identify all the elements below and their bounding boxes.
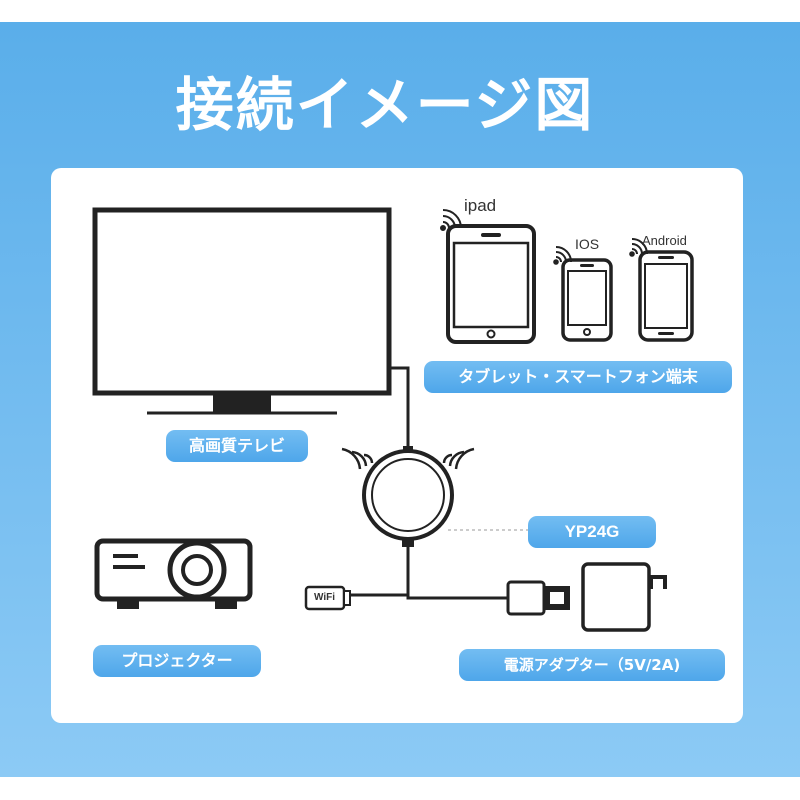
wifi-waves-icon <box>341 447 475 470</box>
yp24g-label: YP24G <box>528 516 656 548</box>
usb-plug-icon <box>506 580 570 616</box>
android-wifi-icon <box>629 238 648 257</box>
projector-label: プロジェクター <box>93 645 261 677</box>
ipad-icon <box>446 224 536 344</box>
ios-wifi-icon <box>553 246 572 265</box>
power-adapter-label: 電源アダプター（5V/2A) <box>459 649 725 681</box>
cables <box>350 366 508 600</box>
power-adapter-icon <box>581 562 667 632</box>
ipad-wifi-icon <box>440 209 462 231</box>
wifi-dongle-label: WiFi <box>314 592 336 603</box>
tablet-smartphone-label: タブレット・スマートフォン端末 <box>424 361 732 393</box>
ios-label: IOS <box>575 236 600 252</box>
projector-icon <box>94 538 253 609</box>
page-title: 接続イメージ図 <box>175 71 595 139</box>
ipad-label: ipad <box>464 196 497 215</box>
android-phone-icon <box>638 250 694 342</box>
ios-phone-icon <box>561 258 613 342</box>
tv-label: 高画質テレビ <box>166 430 308 462</box>
android-label: Android <box>642 233 687 248</box>
wifi-dongle-icon <box>304 585 351 611</box>
tv-icon <box>92 207 392 415</box>
yp24g-device-icon <box>362 446 454 547</box>
